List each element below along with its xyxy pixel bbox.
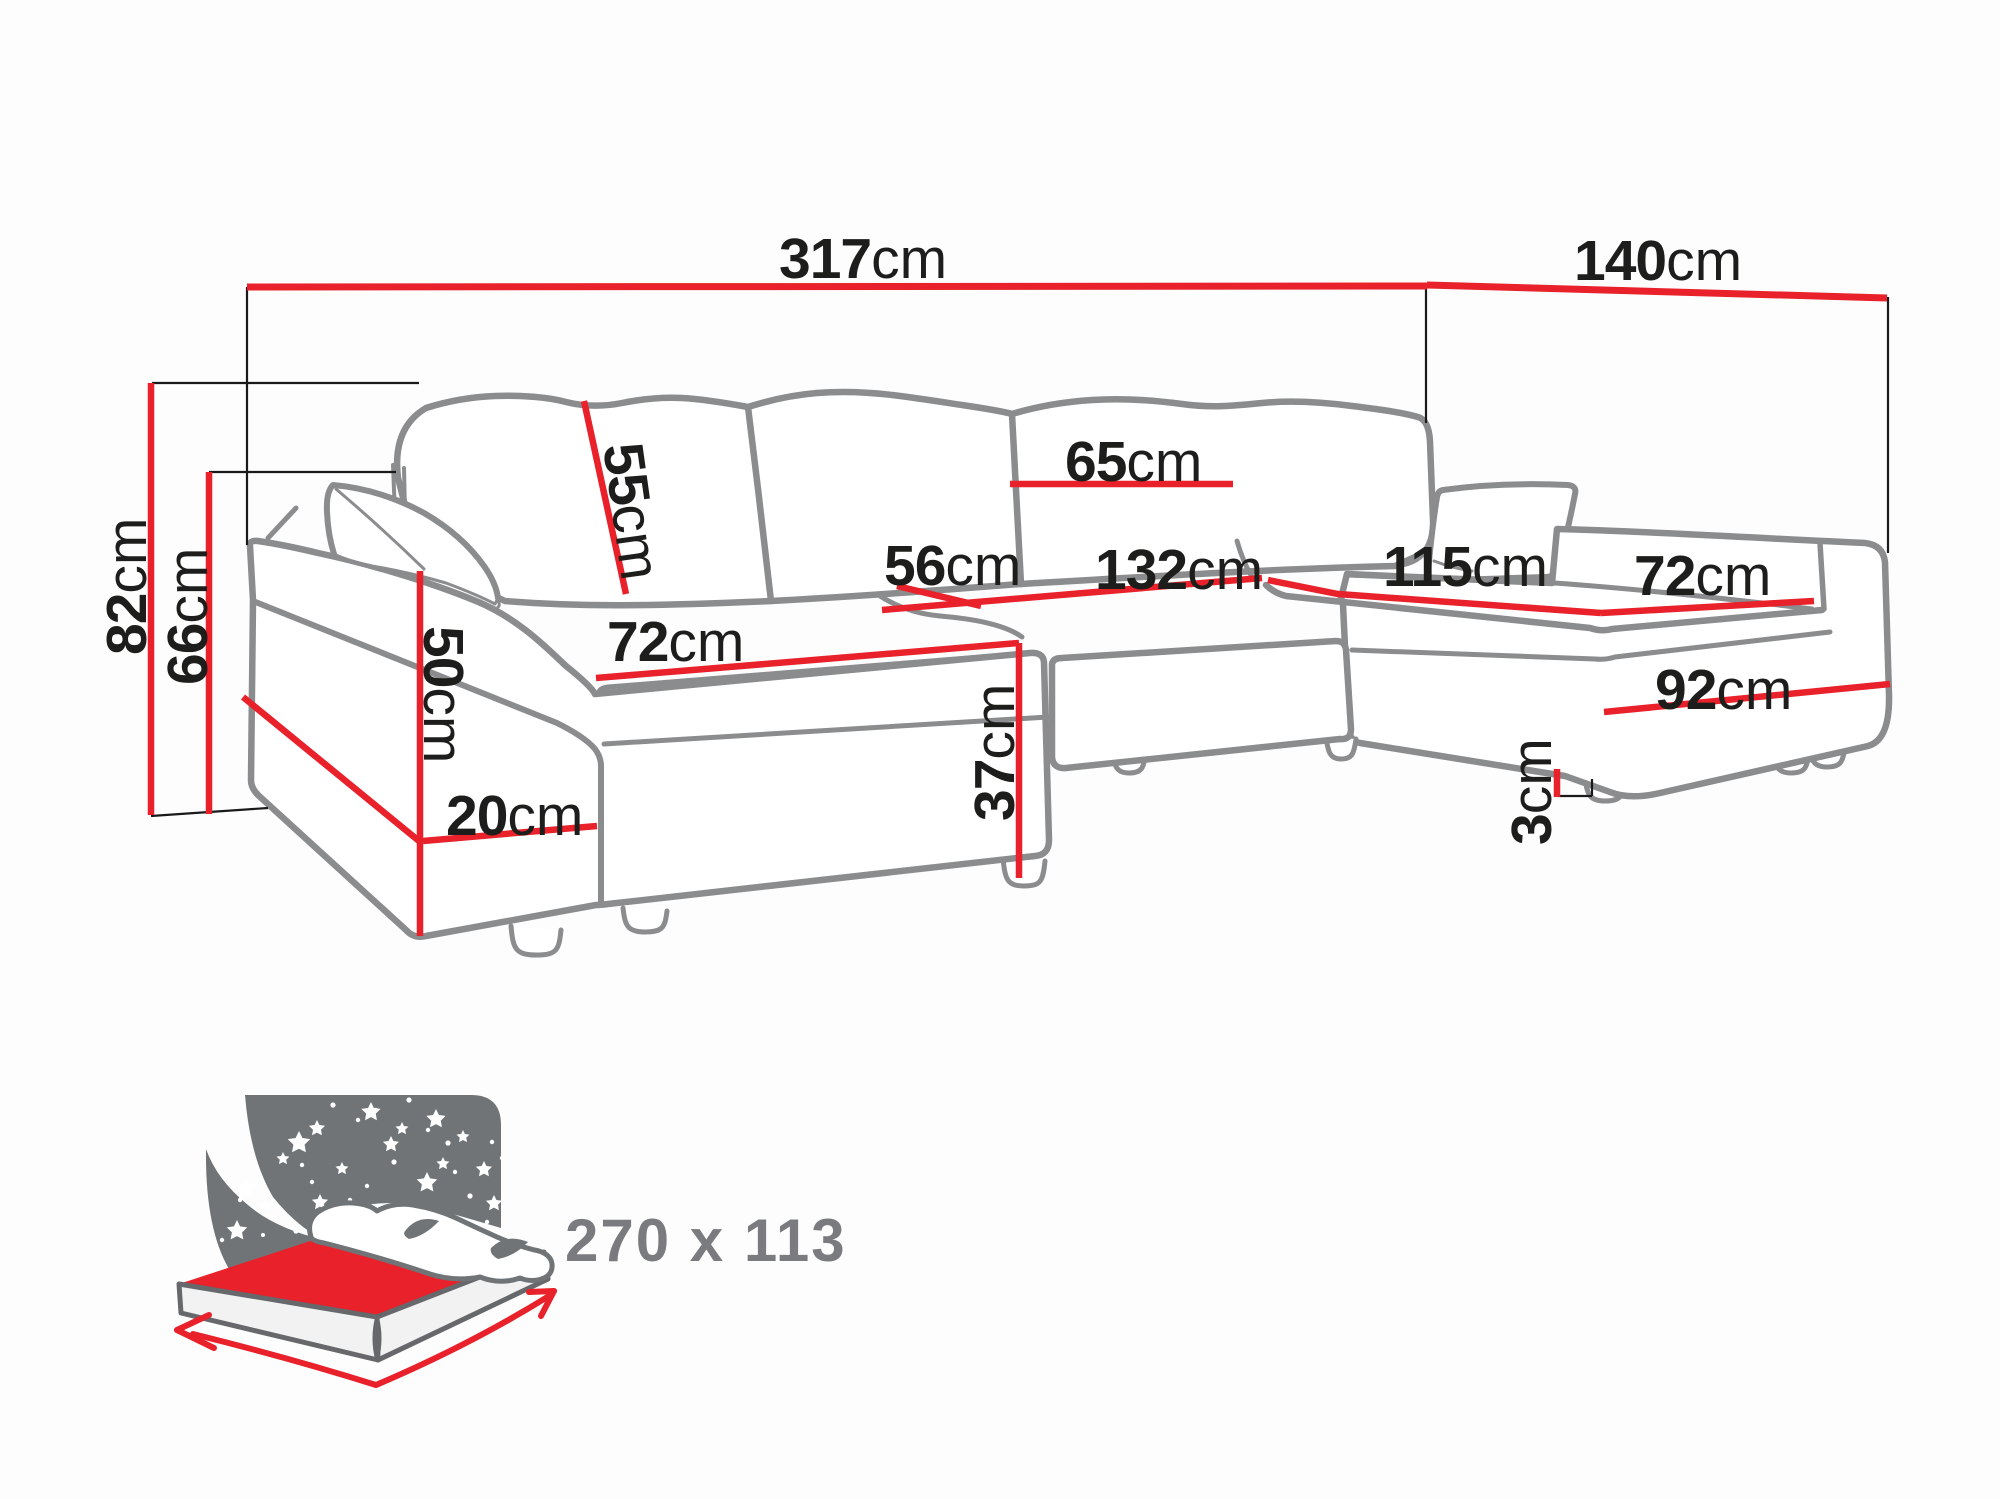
svg-text:317cm: 317cm	[779, 227, 947, 291]
svg-text:20cm: 20cm	[446, 784, 583, 848]
svg-text:3cm: 3cm	[1500, 738, 1564, 845]
svg-text:82cm: 82cm	[95, 518, 159, 655]
svg-text:66cm: 66cm	[156, 548, 220, 685]
svg-text:92cm: 92cm	[1655, 658, 1792, 722]
svg-text:65cm: 65cm	[1065, 430, 1202, 494]
svg-text:140cm: 140cm	[1574, 229, 1742, 293]
svg-text:72cm: 72cm	[1634, 544, 1771, 608]
svg-text:55cm: 55cm	[590, 439, 672, 584]
svg-text:56cm: 56cm	[884, 534, 1021, 598]
svg-text:270 x 113: 270 x 113	[565, 1207, 847, 1274]
svg-text:115cm: 115cm	[1383, 535, 1548, 599]
svg-text:132cm: 132cm	[1095, 538, 1263, 602]
svg-text:50cm: 50cm	[411, 626, 475, 763]
svg-text:72cm: 72cm	[607, 610, 744, 674]
svg-text:37cm: 37cm	[963, 684, 1027, 821]
